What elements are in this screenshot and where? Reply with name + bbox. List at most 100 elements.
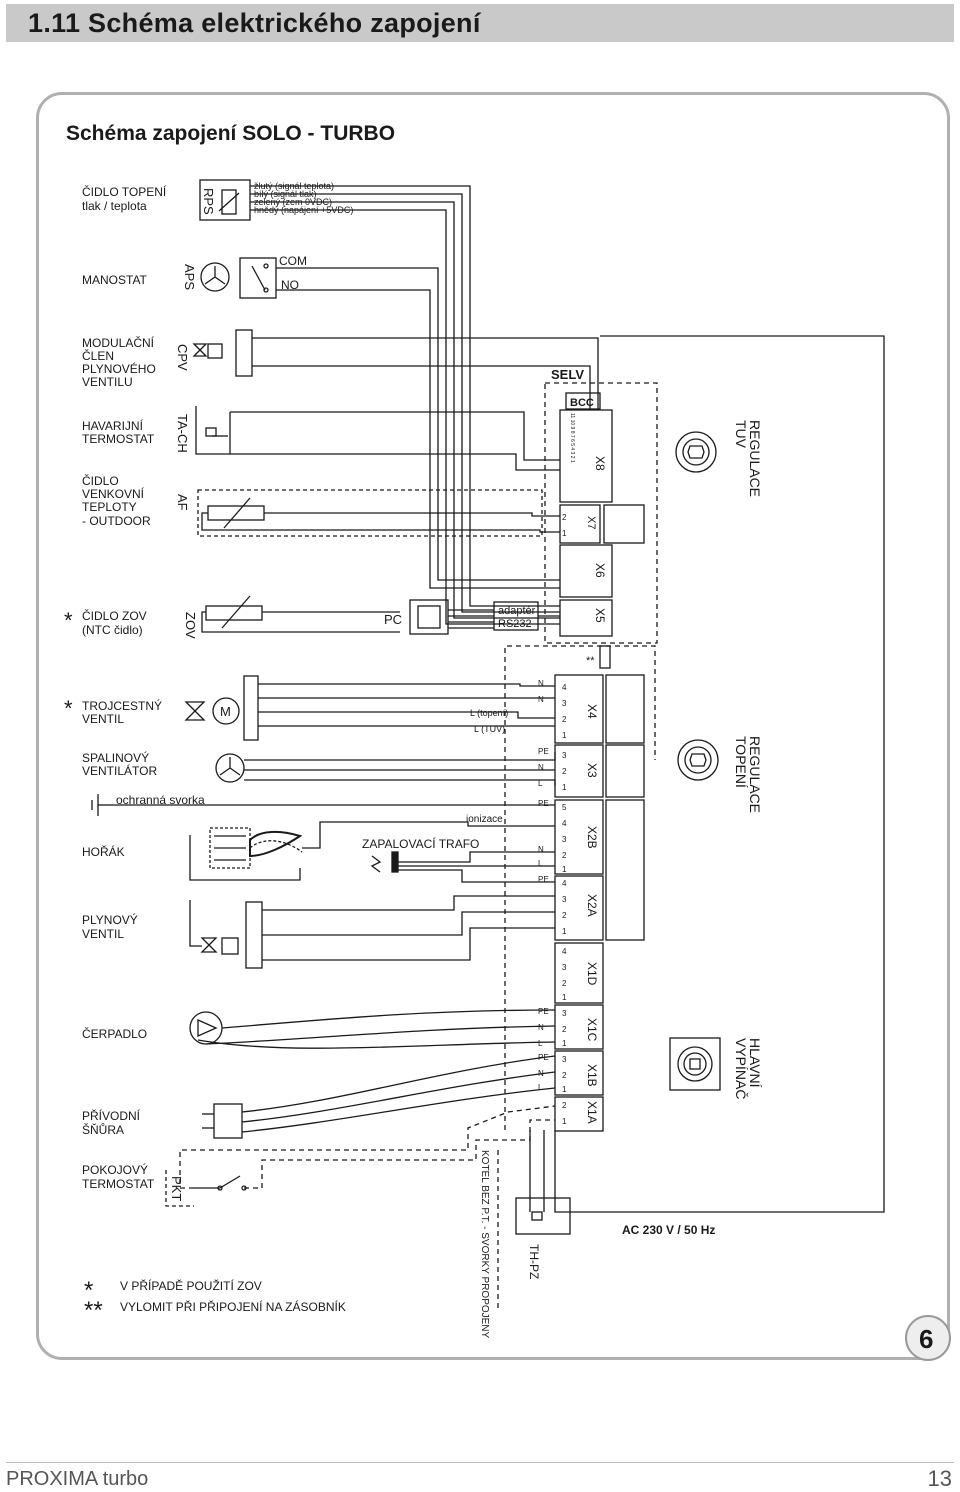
af-label-1: ČIDLO: [82, 473, 119, 488]
svg-text:4: 4: [562, 947, 567, 956]
ac-supply-label: AC 230 V / 50 Hz: [622, 1223, 715, 1237]
aps-com-label: COM: [279, 254, 307, 268]
bcc-box: [565, 392, 601, 410]
adapter-label-1: adaptér: [498, 605, 536, 617]
svg-text:2: 2: [562, 979, 567, 988]
rps-label-1: ČIDLO TOPENÍ: [82, 184, 167, 199]
x2a-label: X2A: [585, 894, 599, 917]
af-label-2: VENKOVNÍ: [82, 486, 145, 501]
svg-text:N: N: [538, 763, 544, 772]
note-2-mark: **: [84, 1297, 103, 1324]
note-1-mark: *: [84, 1277, 93, 1304]
x1b-label: X1B: [585, 1064, 599, 1087]
fan-label-2: VENTILÁTOR: [82, 763, 157, 778]
valve3-motor: M: [220, 704, 231, 719]
bcc-label: BCC: [570, 397, 594, 409]
x2b-connector: [554, 799, 604, 875]
cpv-label-3: PLYNOVÉHO: [82, 361, 156, 376]
rps-label-2: tlak / teplota: [82, 199, 147, 213]
link-jumper: [599, 645, 611, 669]
valve3-star: *: [64, 696, 73, 721]
svg-text:1: 1: [562, 993, 567, 1002]
svg-text:4: 4: [562, 683, 567, 692]
regulace-tuv-knob[interactable]: [675, 431, 717, 473]
svg-text:2: 2: [562, 513, 567, 522]
svg-text:2: 2: [562, 851, 567, 860]
x3-connector: [554, 744, 604, 798]
x8-label: X8: [593, 456, 607, 471]
cpv-modulator: MODULAČNÍ ČLEN PLYNOVÉHO VENTILU CPV: [82, 329, 599, 410]
zov-sensor: * ČIDLO ZOV (NTC čidlo) ZOV: [64, 595, 400, 639]
x1d-label: X1D: [585, 962, 599, 986]
aps-code: APS: [182, 264, 197, 290]
zov-star: *: [64, 608, 73, 633]
svg-text:PE: PE: [538, 1007, 549, 1016]
aps-no-label: NO: [281, 278, 299, 292]
rps-code: RPS: [201, 188, 216, 215]
zov-label-1: ČIDLO ZOV: [82, 608, 147, 623]
svg-text:3: 3: [562, 751, 567, 760]
svg-text:1: 1: [562, 529, 567, 538]
x5-label: X5: [593, 608, 607, 623]
thpz-code: TH-PZ: [527, 1244, 541, 1279]
aps-label: MANOSTAT: [82, 273, 148, 287]
svg-text:1: 1: [562, 927, 567, 936]
adapter-label-2: RS232: [498, 618, 532, 630]
svg-text:3: 3: [562, 835, 567, 844]
pump-label: ČERPADLO: [82, 1026, 147, 1041]
cpv-label-4: VENTILU: [82, 375, 133, 389]
valve3-l-tuv: L (TUV): [474, 724, 505, 734]
regulace-topeni-label-1: REGULACE: [747, 736, 763, 813]
regulace-tuv-label-1: REGULACE: [747, 420, 763, 497]
svg-text:PE: PE: [538, 875, 549, 884]
cord-label-1: PŘÍVODNÍ: [82, 1108, 141, 1123]
x1c-label: X1C: [585, 1018, 599, 1042]
svg-text:L: L: [538, 779, 543, 788]
gas-valve: PLYNOVÝ VENTIL: [82, 895, 555, 969]
x1b-connector: [554, 1050, 604, 1096]
svg-text:3: 3: [562, 699, 567, 708]
zov-label-2: (NTC čidlo): [82, 623, 143, 637]
selv-label: SELV: [551, 367, 584, 382]
footer-divider: [6, 1462, 954, 1463]
svg-text:L: L: [538, 859, 543, 868]
svg-text:3: 3: [562, 895, 567, 904]
cpv-code: CPV: [175, 344, 190, 371]
x1d-connector: [554, 942, 604, 1004]
svg-text:N: N: [538, 845, 544, 854]
svg-text:4: 4: [562, 819, 567, 828]
fan-label-1: SPALINOVÝ: [82, 750, 149, 765]
svg-text:N: N: [538, 1023, 544, 1032]
tach-label-2: TERMOSTAT: [82, 432, 155, 446]
svg-text:4: 4: [562, 879, 567, 888]
x8-connector: [559, 409, 613, 503]
regulace-topeni-knob[interactable]: [677, 739, 719, 781]
circulation-pump: ČERPADLO: [82, 1009, 556, 1049]
svg-text:2: 2: [562, 1025, 567, 1034]
af-label-3: TEPLOTY: [82, 500, 137, 514]
af-outdoor-sensor: ČIDLO VENKOVNÍ TEPLOTY - OUTDOOR AF: [82, 473, 560, 537]
x6-label: X6: [593, 563, 607, 578]
x3-label: X3: [585, 763, 599, 778]
x4-label: X4: [585, 704, 599, 719]
hlavni-label-1: HLAVNÍ: [747, 1038, 763, 1088]
svg-text:1: 1: [562, 865, 567, 874]
pc-label: PC: [384, 612, 402, 627]
x2-relay: [605, 799, 645, 941]
flue-fan: SPALINOVÝ VENTILÁTOR: [82, 750, 556, 786]
svg-text:1: 1: [562, 1085, 567, 1094]
svg-text:2: 2: [562, 911, 567, 920]
supply-cord: PŘÍVODNÍ ŠŇŮRA: [82, 1055, 556, 1139]
hlavni-vypinac-switch[interactable]: [669, 1037, 721, 1091]
svg-text:1: 1: [562, 783, 567, 792]
footer-product: PROXIMA turbo: [6, 1468, 149, 1490]
svg-text:3: 3: [562, 1009, 567, 1018]
ionizace-label: ionizace: [466, 814, 503, 825]
svg-text:1: 1: [562, 731, 567, 740]
diagram-title: Schéma zapojení SOLO - TURBO: [66, 122, 395, 145]
note-2-text: VYLOMIT PŘI PŘIPOJENÍ NA ZÁSOBNÍK: [120, 1299, 346, 1314]
x2a-connector: [554, 875, 604, 941]
control-board: SELV BCC X8 11 10 9 8 7 6 5 4 3 2 1 X7 X…: [504, 335, 885, 1237]
